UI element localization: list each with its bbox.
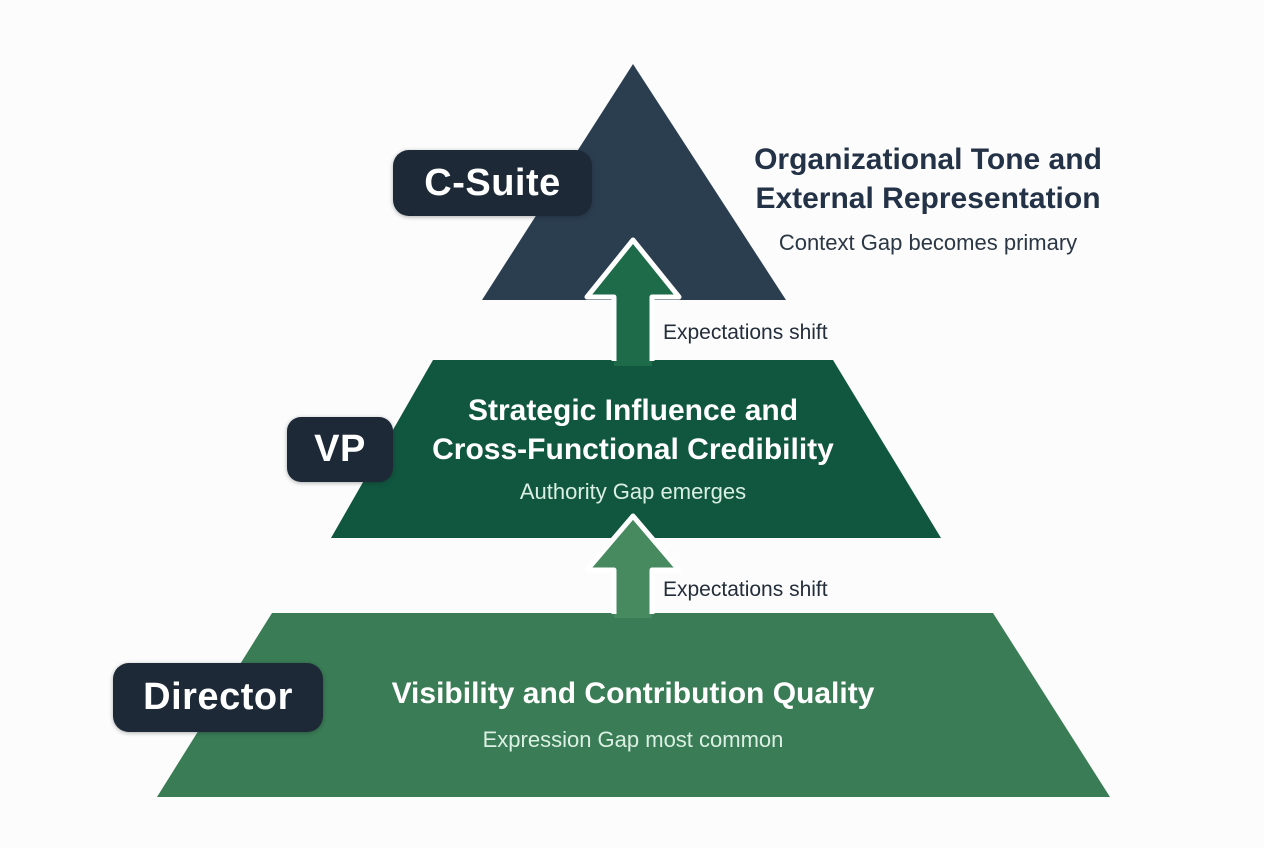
expectations-arrow-upper-outline: [584, 237, 682, 361]
director-title: Visibility and Contribution Quality: [391, 677, 875, 710]
expectations-arrow-lower-icon: [587, 516, 679, 618]
director-subtitle: Expression Gap most common: [482, 727, 784, 752]
vp-label-pill: VP: [287, 417, 393, 482]
director-label: Director: [143, 676, 293, 718]
vp-title-line2: Cross-Functional Credibility: [432, 433, 834, 466]
c-suite-title-line1: Organizational Tone and: [754, 143, 1102, 176]
vp-subtitle: Authority Gap emerges: [519, 479, 747, 504]
c-suite-subtitle: Context Gap becomes primary: [778, 230, 1078, 255]
c-suite-label: C-Suite: [424, 161, 561, 204]
expectations-shift-upper-label: Expectations shift: [663, 321, 828, 344]
c-suite-triangle-shape: [482, 64, 786, 300]
expectations-arrow-lower-outline: [584, 513, 682, 614]
vp-tier-text: Strategic Influence and Cross-Functional…: [383, 391, 883, 505]
vp-trapezoid-shape: [331, 360, 941, 538]
vp-title-line1: Strategic Influence and: [467, 394, 799, 427]
director-tier-text: Visibility and Contribution Quality Expr…: [333, 677, 933, 753]
expectations-shift-lower-label: Expectations shift: [663, 578, 828, 601]
c-suite-annotation: Organizational Tone and External Represe…: [708, 140, 1148, 256]
director-label-pill: Director: [113, 663, 323, 732]
c-suite-title-line2: External Representation: [755, 182, 1101, 215]
vp-label: VP: [314, 428, 366, 470]
director-trapezoid-shape: [157, 613, 1110, 797]
c-suite-label-pill: C-Suite: [393, 150, 592, 216]
